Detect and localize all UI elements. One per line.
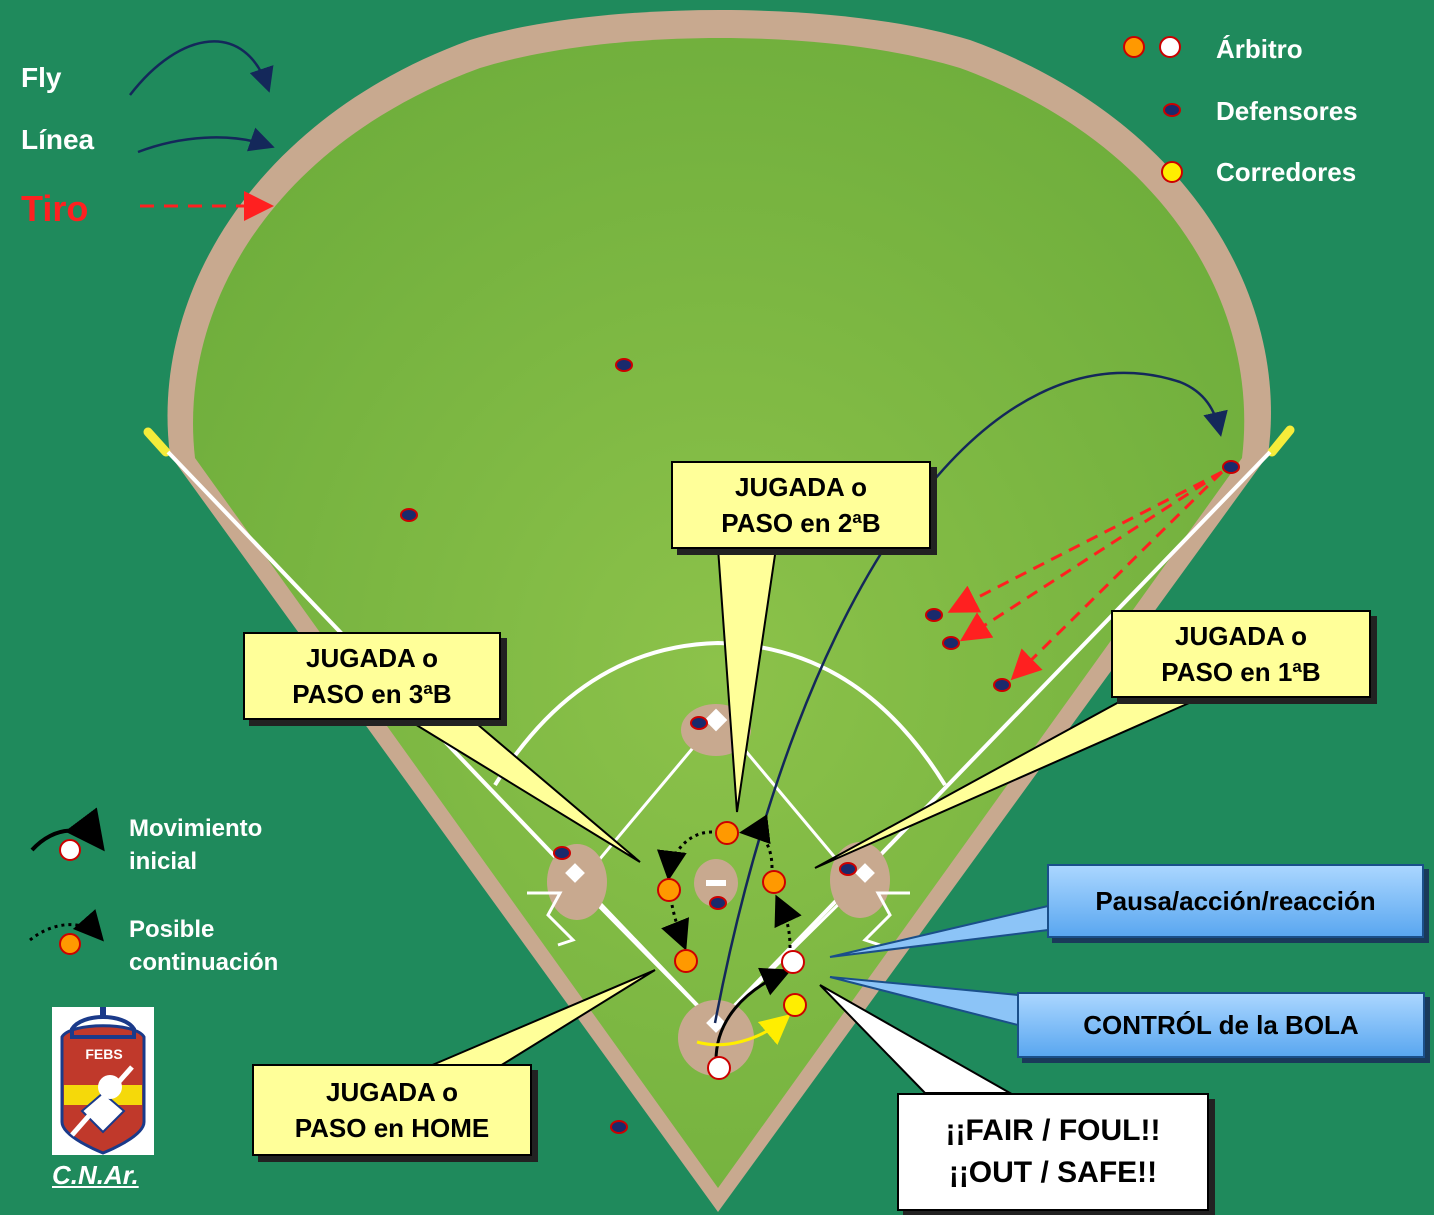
callout-home: JUGADA o PASO en HOME — [252, 1064, 532, 1156]
callout-first-base: JUGADA o PASO en 1ªB — [1111, 610, 1371, 698]
second-base — [704, 708, 728, 732]
defender-third-base — [553, 846, 571, 860]
first-coach-box — [862, 891, 910, 947]
legend-runners-label: Corredores — [1216, 157, 1357, 187]
legend-umpire-white-dot — [1159, 36, 1181, 58]
umpire-3b-side-position — [657, 878, 681, 902]
callout-fair-foul-line2: ¡¡OUT / SAFE!! — [948, 1156, 1158, 1189]
third-coach-box — [527, 891, 576, 947]
callout-control: CONTRÓL de la BOLA — [1017, 992, 1425, 1058]
callout-first-base-line1: JUGADA o — [1175, 621, 1307, 651]
callout-first-base-line2: PASO en 1ªB — [1161, 657, 1321, 687]
first-base — [855, 863, 875, 883]
umpire-home-side-position — [674, 949, 698, 973]
infield-grass-arc — [493, 640, 947, 787]
callout-third-base-line2: PASO en 3ªB — [292, 679, 452, 709]
third-base-dirt — [547, 844, 607, 920]
callout-second-base-line2: PASO en 2ªB — [721, 508, 881, 538]
throw-2 — [959, 470, 1223, 642]
callout-fair-foul-line1: ¡¡FAIR / FOUL!! — [945, 1114, 1161, 1147]
cnar-logo: FEBS — [52, 1007, 154, 1155]
legend-fly-arrow — [129, 40, 274, 96]
fly-ball-trajectory — [713, 371, 1228, 1024]
callout-second-base: JUGADA o PASO en 2ªB — [671, 461, 931, 549]
legend-line-arrow — [137, 127, 275, 154]
legend-umpire-orange-dot — [1123, 36, 1145, 58]
defender-right-field — [1222, 460, 1240, 474]
legend-throw-label: Tiro — [21, 188, 89, 229]
legend-continuation-dot — [59, 933, 81, 955]
legend-defenders-label: Defensores — [1216, 96, 1358, 126]
umpire-1b-side-position — [762, 870, 786, 894]
legend-continuation-line2: continuación — [129, 949, 279, 976]
defender-relay-3 — [993, 678, 1011, 692]
runner-batter — [783, 993, 807, 1017]
left-foul-pole — [143, 427, 171, 457]
legend-continuation-label: Posible continuación — [129, 913, 278, 979]
umpire-2b-position — [715, 821, 739, 845]
callout-fair-foul: ¡¡FAIR / FOUL!! ¡¡OUT / SAFE!! — [897, 1093, 1209, 1211]
defender-center-field — [615, 358, 633, 372]
legend-movement-dot — [59, 839, 81, 861]
defender-relay-2 — [942, 636, 960, 650]
outfield-grass — [193, 38, 1245, 1188]
logo-caption: C.N.Ar. — [52, 1160, 139, 1190]
legend-continuation-line1: Posible — [129, 916, 215, 943]
legend-movement-label: Movimiento inicial — [129, 812, 262, 878]
umpire-initial-move-arrow — [714, 967, 792, 1064]
callout-third-base-line1: JUGADA o — [306, 643, 438, 673]
legend-line-label: Línea — [21, 124, 95, 155]
defender-left-field — [400, 508, 418, 522]
home-plate-dirt — [678, 1000, 754, 1076]
legend-defender-dot — [1163, 103, 1181, 117]
first-base-dirt — [830, 842, 890, 918]
throw-1 — [947, 470, 1223, 613]
first-base-foul-line — [714, 450, 1272, 1027]
legend-movement-line1: Movimiento — [129, 815, 263, 842]
defender-relay-1 — [925, 608, 943, 622]
callout-pausa: Pausa/acción/reacción — [1047, 864, 1424, 938]
umpire-pause-position — [781, 950, 805, 974]
legend-fly-label: Fly — [21, 62, 62, 93]
defender-first-base — [839, 862, 857, 876]
logo-inner-text: FEBS — [85, 1046, 122, 1062]
legend-movement-arrow — [30, 807, 105, 852]
defender-catcher — [610, 1120, 628, 1134]
callout-third-base: JUGADA o PASO en 3ªB — [243, 632, 501, 720]
continuation-arrow-to-2b — [739, 814, 774, 869]
legend-umpire-label: Árbitro — [1216, 34, 1303, 64]
defender-pitcher — [709, 896, 727, 910]
legend-movement-line2: inicial — [129, 848, 198, 875]
defender-second-base — [690, 716, 708, 730]
throw-3 — [1010, 470, 1224, 681]
callout-second-base-line1: JUGADA o — [735, 472, 867, 502]
callout-home-line2: PASO en HOME — [294, 1113, 490, 1143]
legend-runner-dot — [1161, 161, 1183, 183]
pitching-rubber — [706, 880, 726, 886]
third-base — [565, 863, 585, 883]
callout-home-line1: JUGADA o — [326, 1077, 458, 1107]
right-foul-pole — [1267, 425, 1295, 457]
umpire-start-position — [707, 1056, 731, 1080]
continuation-arrow-left-down — [661, 904, 690, 951]
legend-continuation-arrow — [29, 909, 104, 942]
runner-move-arrow — [696, 1014, 791, 1047]
